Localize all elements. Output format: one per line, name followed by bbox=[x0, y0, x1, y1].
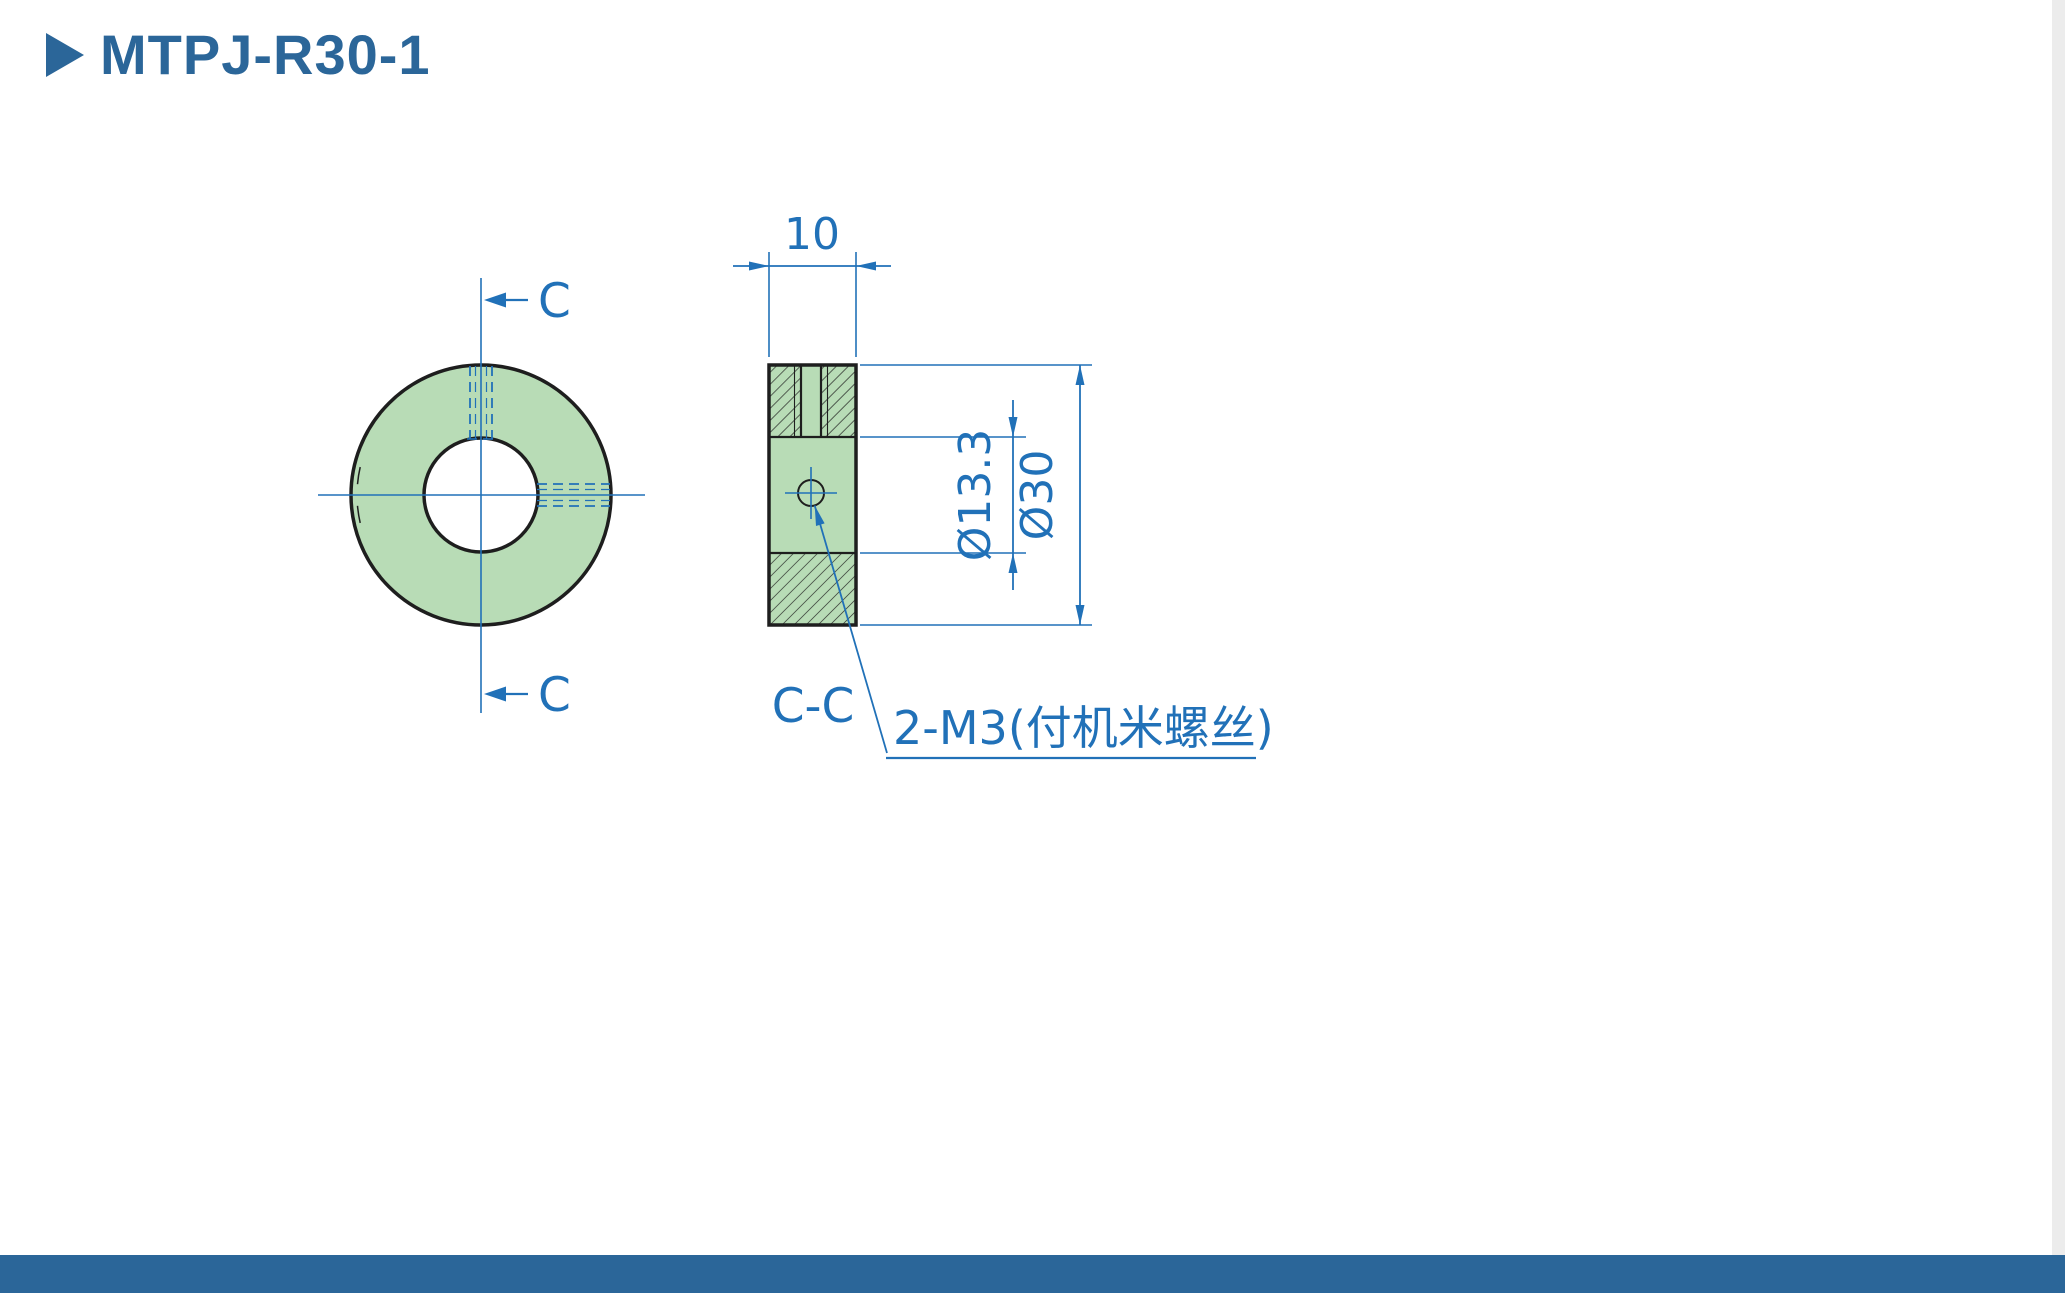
dim-bore-value: Ø13.3 bbox=[950, 429, 1001, 562]
thread-note-leader: 2-M3(付机米螺丝) bbox=[813, 505, 1274, 760]
leader-arrowhead bbox=[814, 505, 825, 526]
dim-arrow-outer-top bbox=[1075, 365, 1085, 385]
chamfer-arc-upper bbox=[356, 466, 361, 485]
section-arrowhead-top bbox=[484, 292, 506, 308]
right-edge-strip bbox=[2052, 0, 2065, 1255]
title-marker-icon bbox=[46, 32, 84, 77]
dim-arrow-outer-bottom bbox=[1075, 605, 1085, 625]
section-label-top: C bbox=[538, 274, 571, 329]
dim-arrow-bore-top bbox=[1008, 417, 1018, 437]
dimensions: 10 Ø13.3 Ø30 bbox=[733, 209, 1092, 626]
section-arrow-bottom: C bbox=[484, 668, 571, 723]
hidden-hole-top bbox=[467, 366, 495, 440]
section-view-label: C-C bbox=[772, 679, 855, 734]
dim-arrow-left bbox=[749, 261, 769, 271]
bottom-bar bbox=[0, 1255, 2065, 1293]
section-view: C-C 2-M3(付机米螺丝) bbox=[767, 363, 1274, 760]
section-label-bottom: C bbox=[538, 668, 571, 723]
page-title: MTPJ-R30-1 bbox=[100, 23, 431, 86]
section-outline bbox=[767, 363, 858, 627]
dim-arrow-right bbox=[856, 261, 876, 271]
hidden-hole-right bbox=[537, 483, 610, 507]
dimension-thickness: 10 bbox=[733, 209, 891, 357]
front-view: C C bbox=[318, 274, 645, 723]
hatch-bottom bbox=[769, 553, 856, 625]
section-arrow-top: C bbox=[484, 274, 571, 329]
hatch-top-left bbox=[769, 365, 801, 437]
section-arrowhead-bottom bbox=[484, 686, 506, 702]
tapped-hole-channel bbox=[793, 365, 829, 437]
chamfer-arc-lower bbox=[356, 505, 361, 524]
thread-note: 2-M3(付机米螺丝) bbox=[893, 701, 1274, 755]
dim-arrow-bore-bottom bbox=[1008, 553, 1018, 573]
title-bar: MTPJ-R30-1 bbox=[46, 22, 431, 87]
hatch-top-right bbox=[821, 365, 856, 437]
dim-thickness-value: 10 bbox=[784, 209, 840, 260]
dim-outer-value: Ø30 bbox=[1012, 450, 1063, 541]
dimension-bore: Ø13.3 bbox=[860, 400, 1026, 590]
dimension-outer: Ø30 bbox=[860, 364, 1092, 626]
